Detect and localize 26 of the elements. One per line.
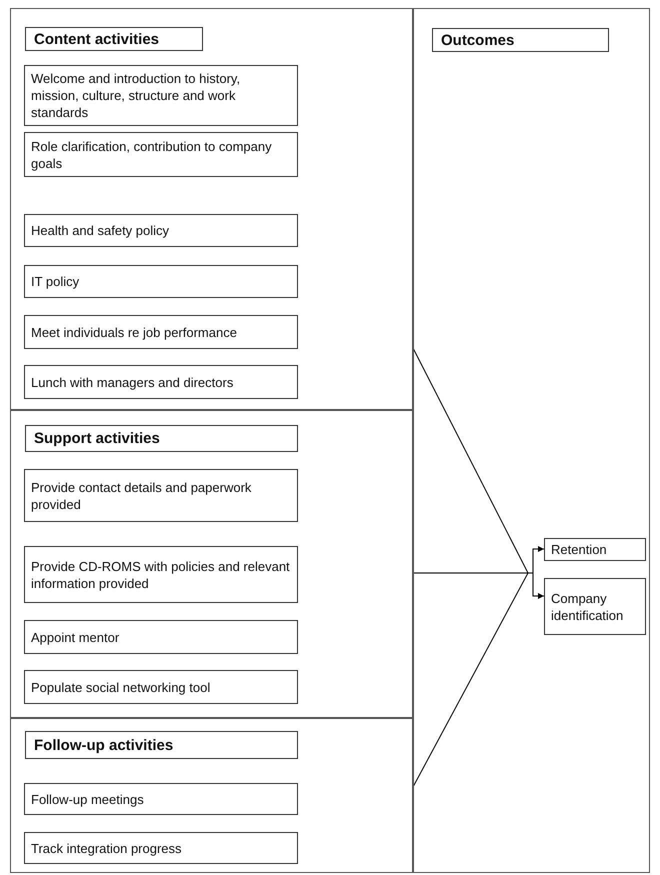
activity-box: Follow-up meetings	[24, 783, 298, 815]
section-panel	[10, 410, 413, 718]
activity-box: Populate social networking tool	[24, 670, 298, 704]
section-heading: Support activities	[25, 425, 298, 452]
section-heading: Follow-up activities	[25, 731, 298, 759]
outcome-box: Company identification	[544, 578, 646, 635]
activity-box: Track integration progress	[24, 832, 298, 864]
activity-box: Lunch with managers and directors	[24, 365, 298, 399]
activity-box: Provide CD-ROMS with policies and relevant information provided	[24, 546, 298, 603]
connector-line	[412, 348, 528, 574]
section-panel	[413, 8, 650, 873]
activity-box: Welcome and introduction to history, mission, culture, structure and work standards	[24, 65, 298, 126]
section-panel	[10, 8, 413, 410]
section-heading: Content activities	[25, 27, 203, 51]
connector-line	[412, 572, 528, 788]
activity-box: Meet individuals re job performance	[24, 315, 298, 349]
activity-box: Appoint mentor	[24, 620, 298, 654]
connector-line	[528, 572, 544, 599]
activity-box: Role clarification, contribution to company goals	[24, 132, 298, 177]
activity-box: Health and safety policy	[24, 214, 298, 247]
section-heading: Outcomes	[432, 28, 609, 52]
section-panel	[10, 718, 413, 873]
activity-box: IT policy	[24, 265, 298, 298]
connector-line	[412, 572, 528, 574]
activity-box: Provide contact details and paperwork provided	[24, 469, 298, 522]
outcome-box: Retention	[544, 538, 646, 561]
